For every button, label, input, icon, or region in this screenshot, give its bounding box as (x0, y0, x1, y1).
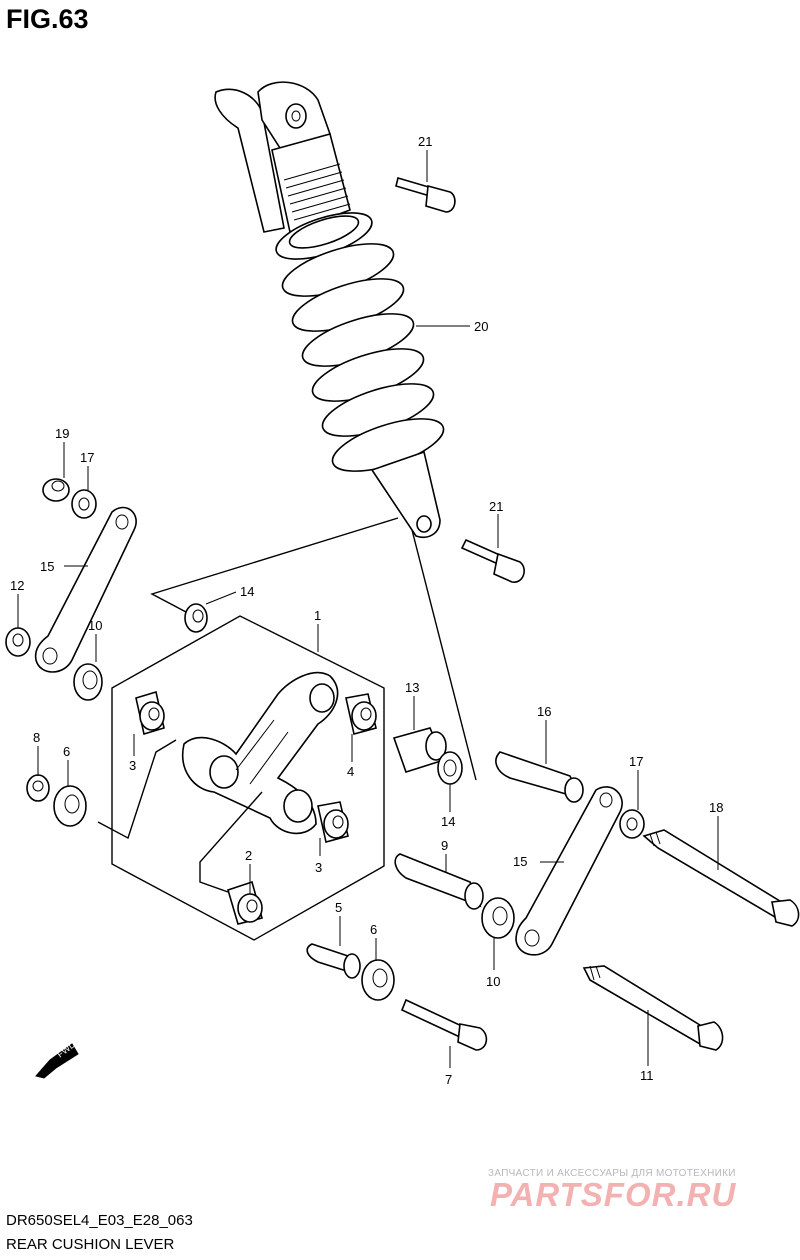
washer-6b (361, 959, 395, 1001)
rear-shock-absorber (214, 81, 445, 538)
callout-18: 18 (709, 800, 723, 815)
callout-12: 12 (10, 578, 24, 593)
washer-14b (437, 751, 463, 785)
callout-14-upper: 14 (240, 584, 254, 599)
dust-seal-10b (481, 897, 515, 939)
washer-17b (619, 809, 645, 839)
callout-20: 20 (474, 319, 488, 334)
callout-4: 4 (347, 764, 354, 779)
washer-17a (71, 489, 97, 519)
dust-seal-10a (73, 663, 103, 701)
fwd-arrow-icon: FWD (35, 1039, 79, 1079)
callout-16: 16 (537, 704, 551, 719)
cushion-lever-assembly-box (111, 615, 385, 941)
washer-14a (184, 603, 208, 633)
bushing-5 (306, 943, 361, 979)
callout-9: 9 (441, 838, 448, 853)
callout-14-lower: 14 (441, 814, 455, 829)
callout-6-right: 6 (370, 922, 377, 937)
nut-8 (26, 774, 50, 802)
shock-upper-bolt (395, 176, 456, 213)
cushion-lever (181, 671, 339, 835)
callout-11: 11 (640, 1068, 654, 1083)
callout-13: 13 (405, 680, 419, 695)
nut-19 (42, 478, 70, 502)
callout-3-upper: 3 (129, 758, 136, 773)
callout-1: 1 (314, 608, 321, 623)
right-cushion-rod (515, 786, 623, 956)
left-cushion-rod (34, 506, 137, 673)
washer-6a (53, 785, 87, 827)
callout-17-left: 17 (80, 450, 94, 465)
callout-17-right: 17 (629, 754, 643, 769)
bolt-7 (400, 998, 488, 1051)
callout-15-right: 15 (513, 854, 527, 869)
spacer-13 (392, 727, 447, 773)
callout-10-left: 10 (88, 618, 102, 633)
figure-title: FIG.63 (6, 4, 89, 34)
pipe-16 (495, 751, 584, 803)
callout-leaders (17, 150, 719, 1068)
callout-2: 2 (245, 848, 252, 863)
bushing-4 (345, 693, 377, 735)
bolt-18 (642, 829, 800, 927)
shock-lower-bolt (460, 538, 525, 583)
model-code: DR650SEL4_E03_E28_063 (6, 1212, 193, 1229)
bushing-3b (317, 801, 349, 843)
callout-21-upper: 21 (418, 134, 432, 149)
callout-10-right: 10 (486, 974, 500, 989)
callout-21-lower: 21 (489, 499, 503, 514)
callout-3-lower: 3 (315, 860, 322, 875)
nut-12 (5, 627, 31, 657)
bolt-11 (582, 965, 724, 1051)
callout-5: 5 (335, 900, 342, 915)
callout-15-left: 15 (40, 559, 54, 574)
bushing-2 (227, 880, 263, 925)
callout-19: 19 (55, 426, 69, 441)
callout-numbers: 21 20 21 19 17 15 12 10 14 1 13 16 8 6 3… (10, 134, 723, 1087)
callout-6-left: 6 (63, 744, 70, 759)
spacer-9 (394, 853, 484, 910)
watermark-tagline: ЗАПЧАСТИ И АКСЕССУАРЫ ДЛЯ МОТОТЕХНИКИ (488, 1168, 736, 1179)
callout-7: 7 (445, 1072, 452, 1087)
bushing-3a (135, 690, 165, 736)
callout-8: 8 (33, 730, 40, 745)
watermark-logo: PARTSFOR.RU (490, 1176, 737, 1213)
figure-name: REAR CUSHION LEVER (6, 1236, 175, 1253)
